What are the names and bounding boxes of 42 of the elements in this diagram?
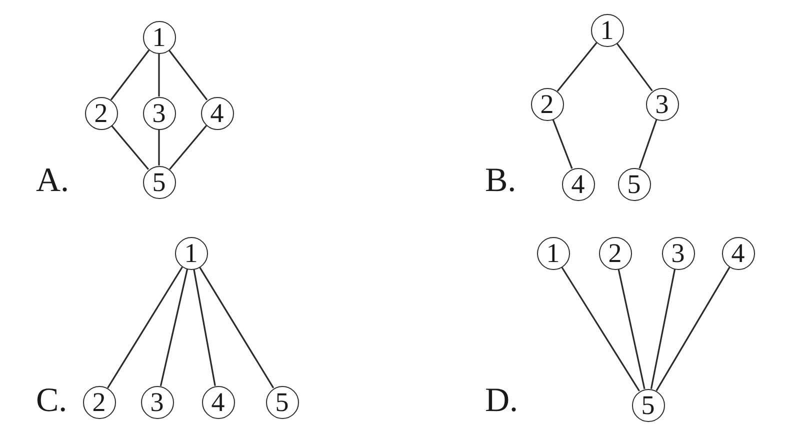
connector-line <box>110 50 150 100</box>
numbered-circle: 5 <box>632 388 664 422</box>
numbered-circle: 1 <box>174 236 208 270</box>
connector-line <box>638 119 658 169</box>
numbered-circle: 3 <box>142 96 176 130</box>
numbered-circle: 4 <box>722 236 754 270</box>
numbered-circle: 5 <box>618 168 650 200</box>
numbered-circle: 4 <box>562 168 594 200</box>
connector-line <box>618 268 646 390</box>
option-letter: A. <box>36 163 70 199</box>
numbered-circle: 2 <box>84 96 118 130</box>
connector-line <box>168 125 208 170</box>
connector-line <box>107 266 183 388</box>
numbered-circle: 2 <box>530 88 564 120</box>
numbered-circle: 2 <box>82 386 116 418</box>
connector-line <box>552 119 573 169</box>
connector-line <box>198 266 274 388</box>
connector-line <box>556 42 598 92</box>
connector-line <box>168 50 208 100</box>
numbered-circle: 4 <box>200 96 234 130</box>
numbered-circle: 5 <box>266 386 298 418</box>
numbered-circle: 3 <box>646 88 678 120</box>
connector-line <box>193 269 216 386</box>
connector-line <box>158 54 160 96</box>
connector-line <box>650 269 676 389</box>
option-letter: B. <box>485 163 516 199</box>
numbered-circle: 1 <box>142 20 176 54</box>
numbered-circle: 3 <box>140 386 174 418</box>
numbered-circle: 1 <box>590 14 624 46</box>
option-letter: C. <box>36 383 68 419</box>
option-letter: D. <box>485 383 518 419</box>
connector-line <box>616 42 653 92</box>
numbered-circle: 3 <box>662 236 694 270</box>
connector-line <box>561 266 640 392</box>
numbered-circle: 5 <box>142 166 176 198</box>
numbered-circle: 4 <box>202 386 234 418</box>
connector-line <box>110 125 150 170</box>
connector-line <box>656 266 730 392</box>
numbered-circle: 1 <box>536 236 570 270</box>
connector-line <box>160 268 188 386</box>
connector-line <box>158 130 160 166</box>
numbered-circle: 2 <box>598 236 632 270</box>
